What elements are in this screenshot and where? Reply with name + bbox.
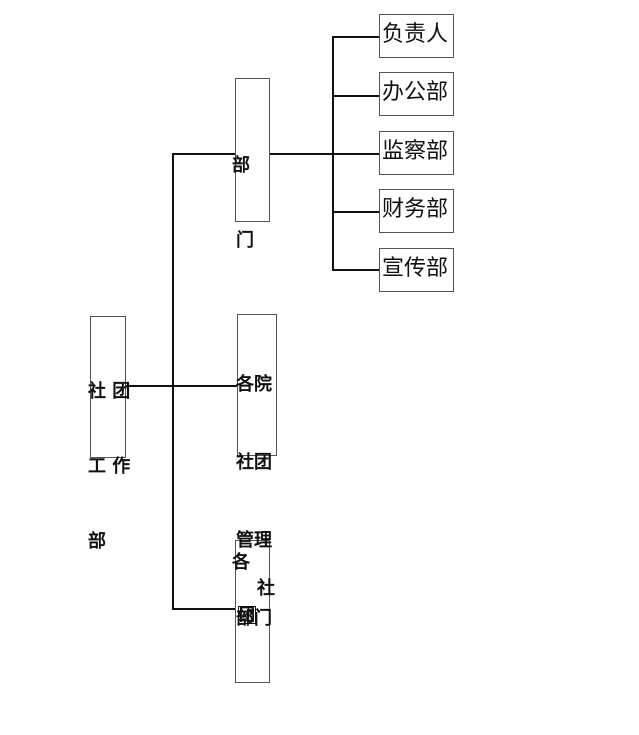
label-line: 部 bbox=[88, 531, 106, 552]
label-line: 各院 bbox=[236, 374, 272, 395]
node-sub-dept: 办公部 bbox=[379, 72, 454, 116]
node-dept bbox=[235, 78, 270, 222]
label-line: 工 作 bbox=[88, 456, 131, 477]
node-sub-dept: 财务部 bbox=[379, 189, 454, 233]
connector-sub bbox=[332, 269, 379, 271]
label-line: 门 bbox=[236, 230, 254, 251]
node-sub-dept: 负责人 bbox=[379, 14, 454, 58]
label-char: 社 bbox=[257, 578, 275, 599]
connector-sub bbox=[332, 211, 379, 213]
label-line: 社 团 bbox=[88, 381, 131, 402]
node-college bbox=[237, 314, 277, 456]
connector-dept-right bbox=[269, 153, 333, 155]
connector-trunk bbox=[172, 153, 174, 610]
connector-dept bbox=[172, 153, 235, 155]
node-clubs bbox=[235, 540, 270, 683]
node-root-label: 社 团 工 作 部 bbox=[88, 329, 130, 604]
label-line: 社团 bbox=[236, 452, 272, 473]
node-sub-dept: 监察部 bbox=[379, 131, 454, 175]
label-char: 各 bbox=[232, 552, 250, 573]
connector-sub bbox=[332, 153, 379, 155]
label-line: 管理 bbox=[236, 530, 272, 551]
node-dept-label: 部 门 bbox=[232, 103, 257, 303]
label-line: 部 bbox=[232, 155, 250, 176]
node-college-label: 各院 社团 管理 部门 bbox=[236, 320, 272, 684]
node-root bbox=[90, 316, 126, 458]
connector-root bbox=[126, 385, 237, 387]
node-sub-dept: 宣传部 bbox=[379, 248, 454, 292]
connector-sub bbox=[332, 36, 379, 38]
connector-clubs bbox=[172, 608, 235, 610]
connector-sub bbox=[332, 95, 379, 97]
label-char: 团 bbox=[238, 605, 257, 624]
